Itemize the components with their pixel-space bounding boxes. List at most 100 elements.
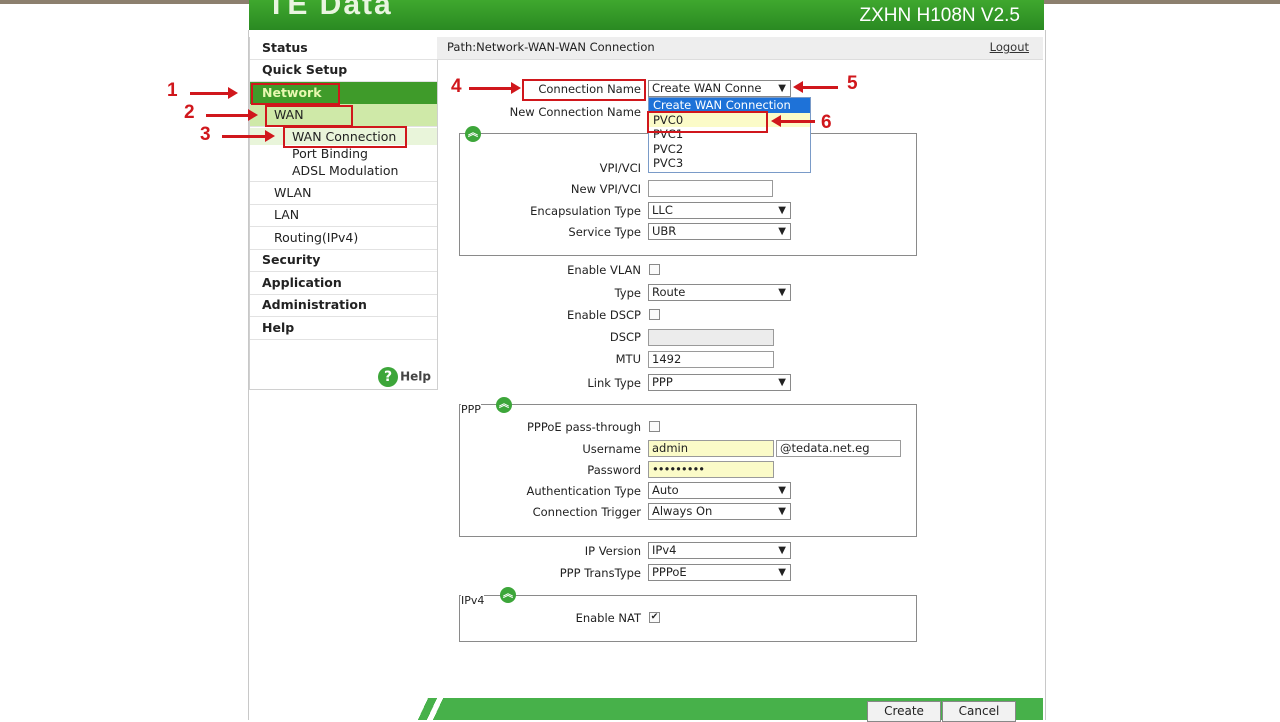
encapsulation-type-select[interactable]: LLC ▼ — [648, 202, 791, 219]
annotation-arrow-6 — [771, 115, 815, 127]
sidebar-item-routing-ipv4[interactable]: Routing(IPv4) — [250, 227, 437, 250]
highlight-wan-connection — [283, 126, 407, 148]
annotation-3: 3 — [200, 124, 211, 145]
sidebar-item-network[interactable]: Network — [250, 82, 437, 105]
sidebar-item-label: WLAN — [274, 185, 312, 200]
username-input[interactable]: admin — [648, 440, 774, 457]
vpi-vci-label: VPI/VCI — [599, 161, 641, 175]
connection-name-label: Connection Name — [538, 82, 641, 96]
password-label: Password — [587, 463, 641, 477]
dropdown-arrow-icon: ▼ — [778, 226, 786, 237]
annotation-arrow-2 — [206, 109, 258, 121]
encapsulation-type-value: LLC — [652, 203, 673, 217]
collapse-icon[interactable]: ︽ — [496, 397, 512, 413]
collapse-icon[interactable]: ︽ — [465, 126, 481, 142]
enable-dscp-label: Enable DSCP — [567, 308, 641, 322]
encapsulation-type-label: Encapsulation Type — [530, 204, 641, 218]
dropdown-option-pvc1[interactable]: PVC1 — [653, 127, 684, 141]
sidebar-item-port-binding[interactable]: Port Binding — [250, 145, 437, 162]
highlight-network — [251, 83, 340, 105]
dropdown-arrow-icon: ▼ — [778, 485, 786, 496]
highlight-connection-name — [522, 79, 646, 101]
annotation-arrow-3 — [222, 130, 275, 142]
breadcrumb-bar: Path:Network-WAN-WAN Connection Logout — [437, 37, 1043, 60]
annotation-arrow-5 — [793, 81, 838, 93]
ip-version-select[interactable]: IPv4 ▼ — [648, 542, 791, 559]
dropdown-arrow-icon: ▼ — [778, 287, 786, 298]
annotation-1: 1 — [167, 80, 178, 101]
dropdown-option-pvc2[interactable]: PVC2 — [653, 141, 684, 156]
dropdown-option-create[interactable]: Create WAN Connection — [649, 98, 810, 113]
service-type-value: UBR — [652, 224, 677, 238]
ppp-section — [459, 404, 917, 537]
password-input[interactable]: ••••••••• — [648, 461, 774, 478]
sidebar-item-status[interactable]: Status — [250, 37, 437, 60]
sidebar-item-label: ADSL Modulation — [292, 163, 399, 178]
connection-name-select[interactable]: Create WAN Conne▼ — [648, 80, 791, 97]
logout-link[interactable]: Logout — [989, 40, 1029, 54]
dropdown-option-pvc0[interactable]: PVC0 — [649, 112, 810, 127]
link-type-label: Link Type — [587, 376, 641, 390]
dropdown-arrow-icon: ▼ — [778, 205, 786, 216]
sidebar-item-adsl-modulation[interactable]: ADSL Modulation — [250, 162, 437, 182]
annotation-4: 4 — [451, 76, 462, 97]
annotation-5: 5 — [847, 73, 858, 94]
annotation-2: 2 — [184, 102, 195, 123]
dropdown-option-pvc3[interactable]: PVC3 — [653, 156, 684, 170]
sidebar: Status Quick Setup Network WAN WAN Conne… — [249, 37, 438, 390]
sidebar-item-label: Security — [262, 252, 321, 267]
connection-trigger-label: Connection Trigger — [532, 505, 641, 519]
mtu-input[interactable]: 1492 — [648, 351, 774, 368]
sidebar-item-application[interactable]: Application — [250, 272, 437, 295]
new-vpi-vci-input[interactable] — [648, 180, 773, 197]
type-select[interactable]: Route▼ — [648, 284, 791, 301]
sidebar-item-wlan[interactable]: WLAN — [250, 182, 437, 205]
enable-vlan-label: Enable VLAN — [567, 263, 641, 277]
dscp-label: DSCP — [609, 330, 641, 344]
cancel-button[interactable]: Cancel — [942, 701, 1016, 722]
sidebar-item-label: Administration — [262, 297, 367, 312]
help-link[interactable]: ?Help — [378, 367, 431, 387]
sidebar-item-label: Application — [262, 275, 342, 290]
sidebar-item-help[interactable]: Help — [250, 317, 437, 340]
connection-name-dropdown: Create WAN Connection PVC0 PVC1 PVC2 PVC… — [648, 97, 811, 173]
link-type-select[interactable]: PPP▼ — [648, 374, 791, 391]
new-connection-name-label: New Connection Name — [509, 105, 641, 119]
ipv4-section-title: IPv4 — [461, 594, 485, 607]
sidebar-item-administration[interactable]: Administration — [250, 294, 437, 317]
create-button[interactable]: Create — [867, 701, 941, 722]
service-type-select[interactable]: UBR ▼ — [648, 223, 791, 240]
annotation-6: 6 — [821, 112, 832, 133]
page-frame — [248, 30, 1046, 720]
enable-vlan-checkbox[interactable] — [649, 264, 660, 275]
dscp-input — [648, 329, 774, 346]
router-header: TE Data ZXHN H108N V2.5 — [249, 0, 1044, 30]
link-type-value: PPP — [652, 375, 673, 389]
te-data-logo: TE Data — [267, 0, 393, 21]
ipv4-section — [459, 595, 917, 642]
sidebar-item-label: WAN — [274, 107, 304, 122]
connection-trigger-select[interactable]: Always On▼ — [648, 503, 791, 520]
dropdown-arrow-icon: ▼ — [778, 545, 786, 556]
new-vpi-vci-label: New VPI/VCI — [570, 182, 641, 196]
sidebar-item-wan-connection[interactable]: WAN Connection — [250, 128, 437, 145]
username-domain: @tedata.net.eg — [776, 440, 901, 457]
pppoe-passthrough-checkbox[interactable] — [649, 421, 660, 432]
sidebar-item-security[interactable]: Security — [250, 249, 437, 272]
enable-dscp-checkbox[interactable] — [649, 309, 660, 320]
collapse-icon[interactable]: ︽ — [500, 587, 516, 603]
ppp-transtype-select[interactable]: PPPoE▼ — [648, 564, 791, 581]
authentication-type-select[interactable]: Auto ▼ — [648, 482, 791, 499]
sidebar-item-quick-setup[interactable]: Quick Setup — [250, 59, 437, 82]
annotation-arrow-1 — [190, 87, 238, 99]
ppp-transtype-value: PPPoE — [652, 565, 687, 579]
breadcrumb: Path:Network-WAN-WAN Connection — [447, 40, 655, 54]
sidebar-item-lan[interactable]: LAN — [250, 204, 437, 227]
enable-nat-checkbox[interactable]: ✔ — [649, 612, 660, 623]
authentication-type-value: Auto — [652, 483, 679, 497]
sidebar-item-label: WAN Connection — [292, 129, 397, 144]
ip-version-value: IPv4 — [652, 543, 677, 557]
username-label: Username — [582, 442, 641, 456]
sidebar-item-label: Status — [262, 40, 308, 55]
service-type-label: Service Type — [568, 225, 641, 239]
